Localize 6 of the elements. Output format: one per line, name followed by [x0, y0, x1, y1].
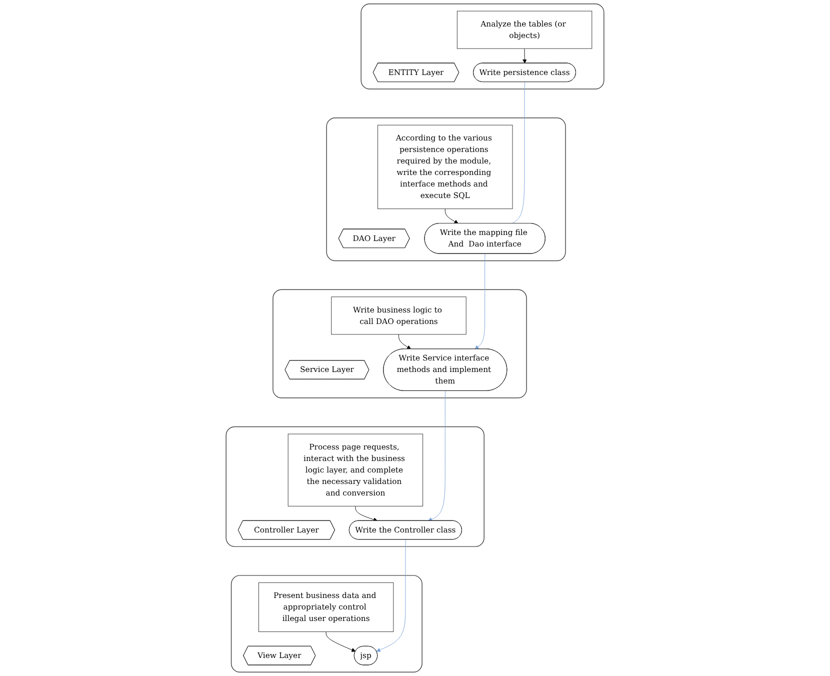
cluster: [272, 289, 527, 398]
cluster: [326, 118, 566, 262]
cluster: [360, 4, 604, 90]
cluster: [230, 575, 422, 672]
cluster: [226, 426, 484, 547]
connector: [512, 82, 525, 224]
